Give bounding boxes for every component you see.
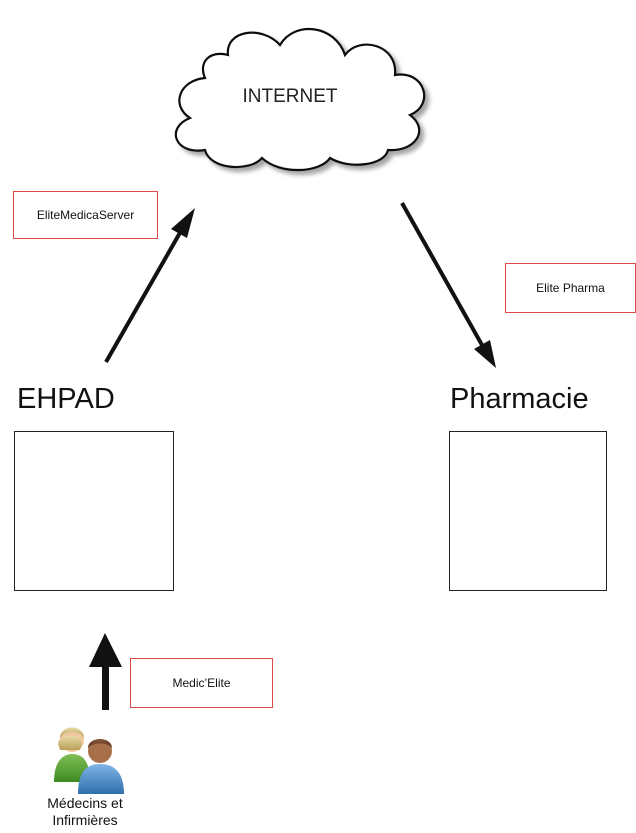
internet-label: INTERNET [242, 86, 338, 107]
users-label-line2: Infirmières [52, 812, 118, 828]
arrow-internet-to-pharmacie [400, 202, 496, 368]
pharmacie-box [449, 431, 607, 591]
pharmacie-title: Pharmacie [450, 383, 589, 415]
users-label-line1: Médecins et [47, 795, 123, 811]
link-label-elite-pharma: Elite Pharma [505, 263, 636, 313]
link-label-elitemedicaserver: EliteMedicaServer [13, 191, 158, 239]
ehpad-box [14, 431, 174, 591]
ehpad-title: EHPAD [17, 383, 115, 415]
link-label-medic-elite: Medic’Elite [130, 658, 273, 708]
arrow-ehpad-to-internet [104, 208, 195, 363]
users-label: Médecins et Infirmières [20, 795, 150, 829]
arrow-users-to-ehpad [89, 633, 122, 710]
users-icon [54, 727, 124, 794]
internet-cloud [174, 27, 426, 172]
